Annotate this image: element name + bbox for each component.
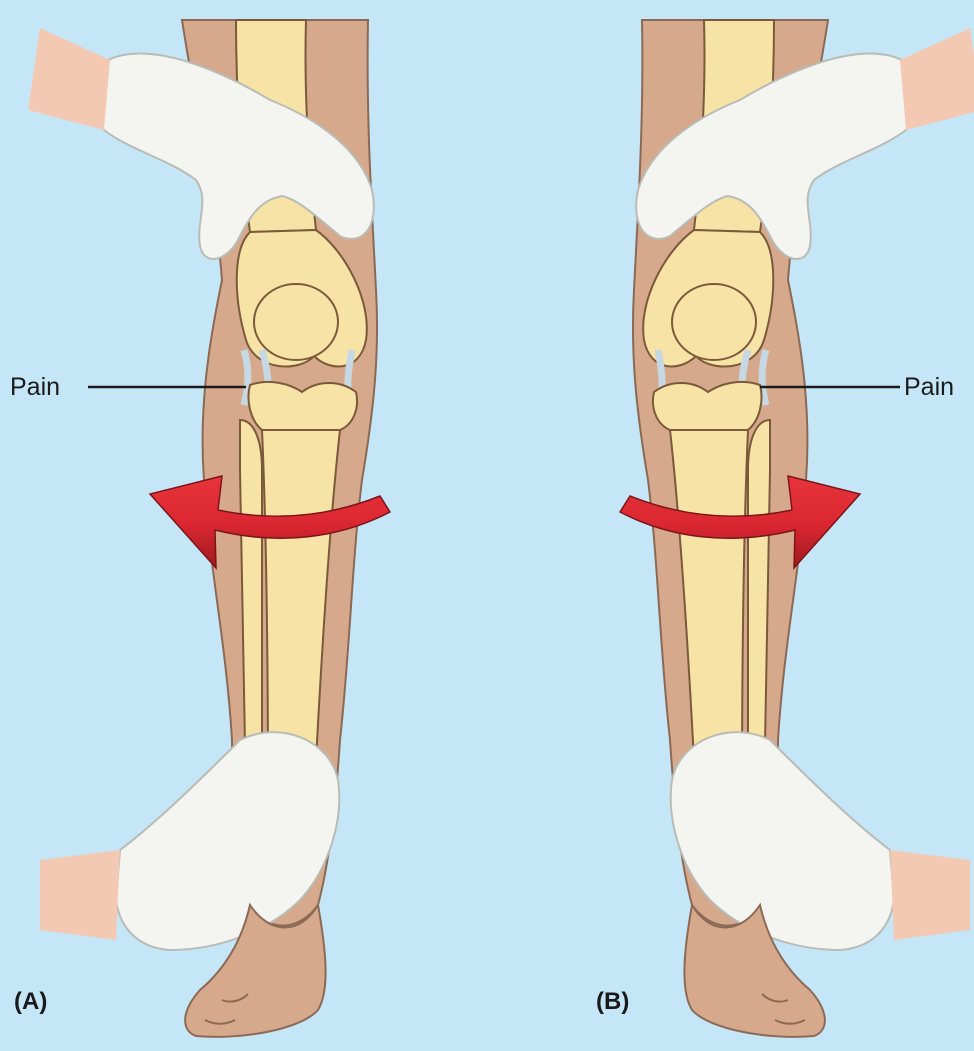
panel-caption-a: (A) — [14, 990, 47, 1014]
pain-label-b: Pain — [904, 375, 954, 400]
panel-a — [28, 20, 390, 1037]
panel-b — [620, 20, 974, 1037]
panel-caption-b: (B) — [596, 990, 629, 1014]
pain-label-a: Pain — [10, 375, 60, 400]
